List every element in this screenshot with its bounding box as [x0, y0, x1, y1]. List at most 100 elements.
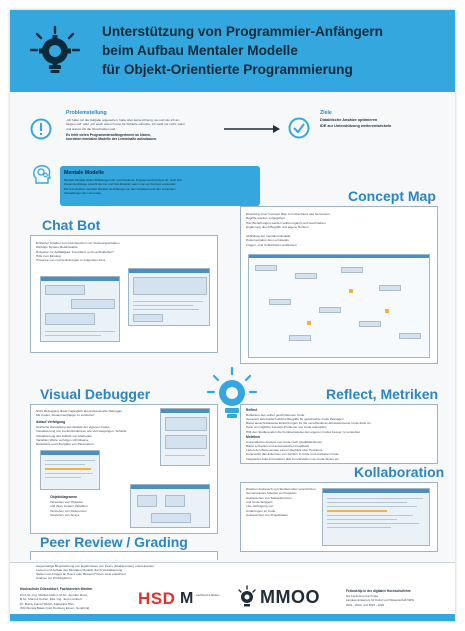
chatbot-bullet: Einfacher Chatbot zum Durchsuchen von Vo… [36, 241, 120, 245]
chatbot-screenshot [40, 276, 120, 342]
poster-footer: Gegenseitige Begutachtung von Ergebnisse… [10, 562, 455, 621]
debugger-bullet: Mit Codes, Zusammenhänge zu verstehen [36, 413, 95, 418]
chatbot-bullet: Hinweise zur Auffälligkeit: Kompiliert- … [36, 249, 114, 254]
mentale-line: Mentale Modelle bilden Abbildungen der v… [64, 178, 182, 182]
ziele-line: IDE zur Unterstützung weiterentwickeln [320, 124, 392, 128]
mi-logo-caption: Fachbereich Medien [196, 594, 220, 597]
chatbot-bullet: Hinweise von und Verlinkungen zu folgend… [36, 258, 106, 263]
bulb-gear-icon [29, 25, 81, 73]
reflect-subheading: Reflect [246, 408, 258, 412]
check-icon [288, 117, 310, 139]
mentale-heading: Mentale Modelle [64, 170, 105, 176]
poster-header: Unterstützung von Programmier-Anfängern … [10, 10, 455, 92]
kollaboration-bullet: Austauschen von Tastaturkürzeln [246, 495, 292, 500]
kollaboration-bullet: Live-Verfolgung von [246, 504, 274, 509]
debugger-sub-bullet: Verstehen von Objekten [50, 500, 84, 504]
ziele-heading: Ziele [320, 110, 332, 116]
debugger-sub-bullet: und ihren Instanz-Variablen [50, 504, 88, 509]
debugger-screenshot [40, 450, 100, 490]
funding-line: 2021 - 2022, und 2019 - 2020 [346, 602, 385, 607]
mmoo-logo-icon [238, 585, 256, 607]
debugger-subheading: Ablauf Verfolgung [36, 420, 66, 424]
arrow-right-icon [224, 125, 280, 133]
reflect-bullet: Hilft den Studierenden die Funktionsweis… [246, 429, 361, 434]
problem-line: fangen soll“ oder „Ich weiß, was ich ein… [66, 122, 185, 127]
peer-bullet: Stellen von Fragen an Peers oder Betreue… [36, 572, 126, 576]
title-line-2: beim Aufbau Mentaler Modelle [102, 43, 298, 58]
ziele-line: Didaktische Ansätze optimieren [320, 118, 378, 122]
kollaboration-bullet: Austauschen von Projektdaten [246, 512, 288, 517]
author-line: (M) Pamela Balas (Ceri Dunberg Essen, So… [20, 605, 90, 610]
debugger-bullet: Nicht Debugging direkt zugänglich als pr… [36, 409, 123, 413]
mentale-modelle-box [60, 166, 260, 206]
reflect-bullet: Bietet ausschnittsweise Einkürzungen für… [246, 421, 371, 426]
chatbot-screenshot [128, 268, 210, 326]
head-gears-icon [33, 165, 51, 184]
mentale-line: Vorstellungen der Lernenden. [64, 190, 102, 195]
debugger-sub-bullet: Rückwärts und Übergabe von Parametern [36, 442, 94, 447]
footer-band [10, 614, 455, 621]
poster: Unterstützung von Programmier-Anfängern … [10, 10, 455, 621]
reflect-heading: Reflect, Metriken [326, 386, 439, 402]
mentale-line: Zusammenhänge, sowohl den Ist- und Soll-… [64, 182, 177, 187]
kollaboration-bullet: und Code-Snippets [246, 499, 273, 504]
reflect-bullet: Automatische Analyse von Code nach Quali… [246, 439, 323, 444]
concept-bullet: Begriffe werden vorgegeben [246, 216, 285, 221]
reflect-bullet: Unterstützt das Erkennen von Fehlern in … [246, 452, 339, 457]
concept-map-heading: Concept Map [348, 188, 436, 204]
title-line-3: für Objekt-Orientierte Programmierung [102, 62, 353, 77]
problem-heading: Problemstellung [66, 110, 107, 116]
kollaboration-heading: Kollaboration [354, 464, 445, 480]
kollaboration-screenshot [322, 488, 430, 546]
funding-heading: Fellowship in der digitalen Hochschulleh… [346, 589, 411, 593]
peer-box [30, 551, 218, 560]
debugger-sub-bullet: Variablen Werte verfolgen schrittweise [36, 437, 89, 442]
concept-bullet: Abbildung der mentalen Modelle [246, 234, 291, 238]
exclamation-icon [30, 118, 52, 140]
debugger-sub-bullet: Grafische Darstellung des Ablaufs der ei… [36, 425, 110, 429]
problem-bold-line: korrekten mentalen Modelle der Lerninhal… [66, 137, 158, 142]
concept-bullet: Fragen, sind Unklarheiten aufdecken [246, 242, 297, 247]
debugger-sub-bullet: Verstehen von Referenzen [50, 508, 87, 513]
debugger-sub-bullet: Verstehen von Arrays [50, 512, 80, 517]
reflect-bullet: Generiert automatisch Abbruchbegriffe fü… [246, 416, 344, 421]
mentale-line: Die Konstruktion mentaler Modelle ist ab… [64, 186, 176, 191]
chatbot-heading: Chat Bot [42, 217, 101, 233]
author-line: Prof. Dr.-Ing. Markus Dahm, M.Sc. Jennif… [20, 593, 88, 597]
hsd-logo: HSD [138, 589, 176, 608]
peer-bullet: Gegenseitige Begutachtung von Ergebnisse… [36, 564, 155, 568]
reflect-bullet: Bietet schnelles und automatisches Feedb… [246, 443, 309, 448]
funding-line: Die Förderung durch das [346, 594, 378, 598]
concept-bullet: Ergänzung durch Begriffe und eigene Noti… [246, 224, 309, 229]
kollaboration-bullet: Direkten Austausch von Studierenden unte… [246, 487, 316, 491]
mmoo-logo: MMOO [260, 587, 320, 607]
kollaboration-bullet: Gemeinsames Arbeiten an Projekten [246, 491, 297, 496]
concept-bullet: Hier Beziehungen werden selbst ergänzt u… [246, 220, 326, 225]
reflect-bullet: Kann an mögliche Konzept-Probleme von Co… [246, 425, 327, 430]
title-line-1: Unterstützung von Programmier-Anfängern [102, 24, 383, 39]
debugger-heading: Visual Debugger [40, 386, 151, 402]
author-line: Dr. Maria, Dana Hiddell, Katharina Hiss, [20, 601, 75, 606]
reflect-subheading: Metriken [246, 435, 260, 439]
institution-heading: Hochschule Düsseldorf, Fachbereich Medie… [20, 587, 93, 591]
problem-line: und warum ich die hinschreiben soll.“ [66, 126, 117, 131]
problem-line: „Ich habe mir die Aufgabe angesehen, hab… [66, 118, 181, 122]
concept-bullet: Dokumentation des Lernstands [246, 238, 289, 243]
peer-bullet: Analyse zur Prüfungsform [36, 576, 72, 580]
reflect-bullet: Reflektion des selber geschriebenen Code [246, 412, 305, 417]
debugger-screenshot [160, 408, 210, 466]
concept-bullet: Erstellung einer Concept Map zum Abschlu… [246, 212, 330, 216]
funding-line: Landesministerium für Kultur und Wissens… [346, 598, 415, 603]
debugger-sub-bullet: Visualisierung von Kontrollstrukturen wi… [36, 429, 127, 434]
concept-map-screenshot [248, 254, 430, 358]
reflect-box [240, 404, 438, 464]
debugger-subheading: Objektdiagramm [50, 495, 77, 499]
object-diagram-screenshot [130, 484, 210, 528]
chatbot-bullet: Wichtige System-Befehlssätze [36, 245, 78, 250]
mi-logo: M [180, 590, 194, 607]
reflect-bullet: Integrierter Auto-Formatierer lädt zum E… [246, 456, 339, 461]
chatbot-bullet: Hilfe zum Einstieg [36, 253, 61, 258]
reflect-bullet: Liefert den Betreuenden einen Überblick … [246, 448, 323, 453]
peer-bullet: Lernen und Aufbau des Mentalen Modells d… [36, 568, 123, 572]
author-line: B.Sc. Marcus Kohler, Dipl.-Ing. Jens Lam… [20, 597, 83, 602]
